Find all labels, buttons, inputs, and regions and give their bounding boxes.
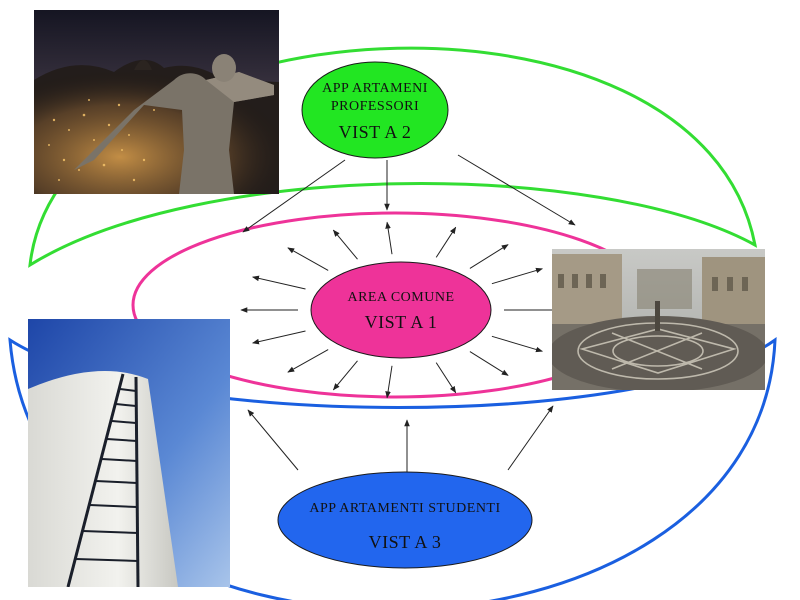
radial-arrow-3 <box>332 229 358 260</box>
node-comune-shape <box>310 261 492 359</box>
node-professori: APP ARTAMENI PROFESSORI VIST A 2 <box>301 61 449 159</box>
radial-arrow-5 <box>435 226 457 258</box>
radial-arrow-12 <box>385 365 393 399</box>
photo-ladder-tower <box>28 319 230 587</box>
photo-rio-christ-statue <box>34 10 279 194</box>
node-professori-line2: PROFESSORI <box>331 99 419 114</box>
radial-arrow-6 <box>469 244 509 269</box>
radial-arrow-15 <box>252 330 306 345</box>
radial-arrow-7 <box>491 267 543 285</box>
radial-arrow-1 <box>252 275 306 290</box>
radial-arrow-2 <box>287 247 329 271</box>
arrow-prof-right <box>457 154 576 226</box>
arrow-prof-left <box>242 159 346 233</box>
node-professori-shape <box>301 61 449 159</box>
node-studenti: APP ARTAMENTI STUDENTI VIST A 3 <box>277 471 533 569</box>
professori-arrows <box>242 154 576 233</box>
node-studenti-line1: APP ARTAMENTI STUDENTI <box>309 501 500 516</box>
radial-arrow-10 <box>469 351 509 376</box>
node-comune-vista: VIST A 1 <box>365 312 438 332</box>
node-studenti-shape <box>277 471 533 569</box>
node-comune-line1: AREA COMUNE <box>347 290 454 305</box>
radial-arrow-13 <box>332 360 358 391</box>
node-professori-vista: VIST A 2 <box>339 122 412 142</box>
node-comune: AREA COMUNE VIST A 1 <box>310 261 492 359</box>
comune-radial-arrows <box>240 221 562 399</box>
node-professori-line1: APP ARTAMENI <box>322 81 428 96</box>
photo-campidoglio-square <box>552 249 765 390</box>
radial-arrow-11 <box>435 362 457 394</box>
radial-arrow-4 <box>385 221 393 255</box>
node-studenti-vista: VIST A 3 <box>369 532 442 552</box>
arrow-stud-left <box>247 409 299 471</box>
studenti-arrows <box>247 405 554 475</box>
arrow-stud-right <box>507 405 554 471</box>
radial-arrow-9 <box>491 335 543 353</box>
radial-arrow-14 <box>287 349 329 373</box>
